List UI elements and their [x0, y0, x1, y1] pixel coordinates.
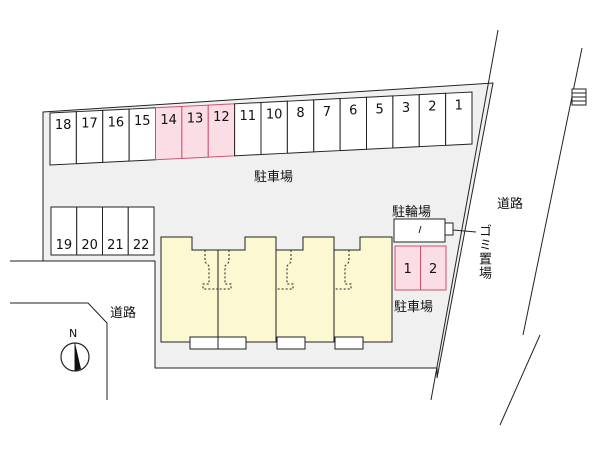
road-right-label: 道路 [497, 197, 524, 212]
parking-main-label: 駐車場 [254, 170, 294, 185]
parking-space [445, 91, 473, 146]
parking-space-number: 3 [402, 101, 410, 116]
parking-space-number: 13 [187, 111, 204, 126]
parking-space-number: 1 [455, 98, 463, 113]
parking-space-number: 22 [133, 238, 150, 253]
road-left-label: 道路 [110, 306, 137, 321]
garbage-label: ゴミ置場 [476, 224, 491, 280]
parking-space-number: 19 [56, 238, 73, 253]
garbage-box [444, 222, 454, 236]
parking-space-number: 14 [160, 113, 177, 128]
parking-space-number: 5 [376, 102, 384, 117]
parking-space-number: 2 [428, 100, 436, 115]
left-parking-row: 19 20 21 22 [50, 206, 155, 256]
parking-space-number: 12 [213, 110, 230, 125]
top-parking-row: 18 17 16 15 14 13 12 11 10 8 7 6 5 3 2 1 [49, 91, 473, 166]
parking-space-number: 8 [296, 106, 304, 121]
stairs-dashed [202, 250, 352, 290]
parking-space-number: 15 [134, 114, 151, 129]
parking-space-number: 10 [266, 108, 283, 123]
parking-space-number: 18 [55, 118, 72, 133]
balconies [189, 336, 364, 350]
parking-space [420, 245, 447, 291]
north-label: N [69, 327, 78, 340]
parking-space-number: 11 [240, 109, 257, 124]
parking-space [127, 206, 155, 256]
parking-space-number: 6 [349, 104, 357, 119]
parking-space-number: 7 [323, 105, 331, 120]
parking-small-label: 駐車場 [394, 300, 434, 315]
north-compass-icon [60, 342, 90, 372]
parking-space-number: 16 [108, 115, 125, 130]
parking-space-number: 17 [81, 117, 98, 132]
parking-space-number: 21 [107, 238, 124, 253]
parking-space-number: 2 [429, 262, 437, 277]
parking-space-number: 1 [404, 262, 412, 277]
parking-space-number: 20 [81, 238, 98, 253]
bicycle-parking-label: 駐輪場 [392, 205, 432, 220]
stairs-icon [571, 88, 587, 106]
